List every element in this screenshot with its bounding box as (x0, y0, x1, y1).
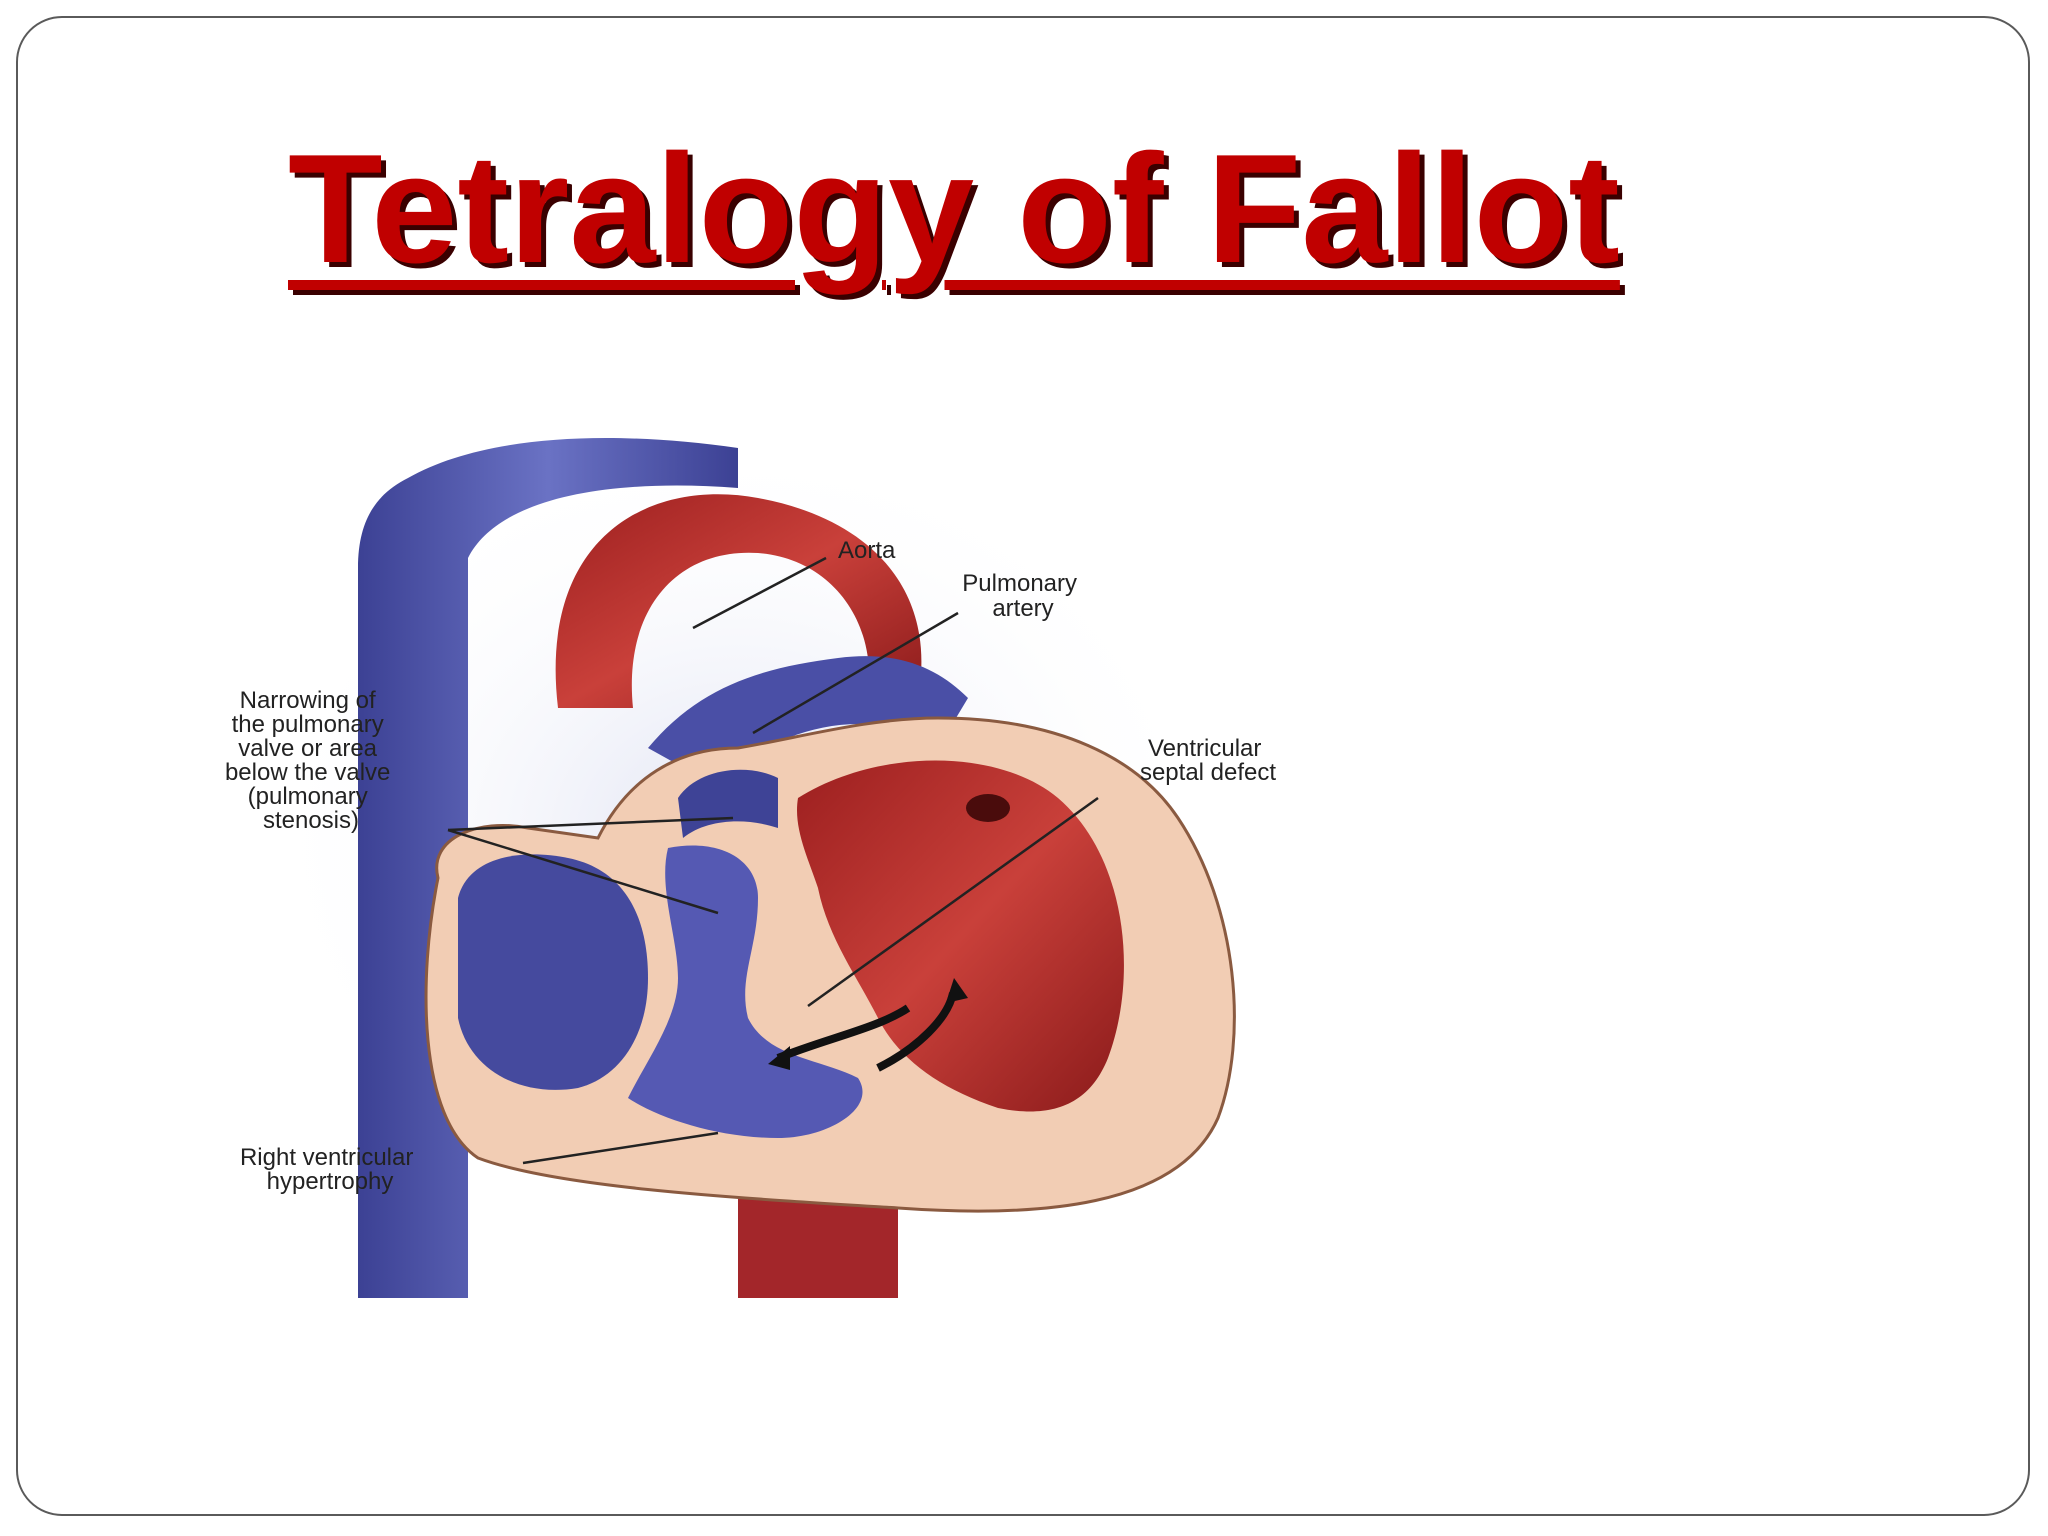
pulmonary-valve-shape (678, 769, 778, 838)
vsd-arrow-left (776, 1004, 911, 1062)
aorta-shape (555, 494, 922, 708)
aorta-leader-line (692, 556, 827, 630)
label-pulmonary-artery: Pulmonary artery (962, 570, 1083, 622)
right-ventricle-shape (628, 845, 863, 1138)
pulmonary-artery-leader-line (752, 611, 959, 735)
slide-frame: Tetralogy of Fallot (16, 16, 2030, 1516)
vsd-arrowhead-left (768, 1046, 790, 1070)
vsd-arrowhead-right (946, 978, 968, 1003)
vsd-leader-line (807, 796, 1099, 1008)
label-right-ventricular-hypertrophy: Right ventricular hypertrophy (240, 1144, 420, 1195)
label-pulmonary-stenosis: Narrowing of the pulmonary valve or area… (225, 687, 397, 834)
right-atrium-shape (458, 854, 648, 1090)
rvh-leader-line (522, 1131, 719, 1165)
slide-title: Tetralogy of Fallot (288, 122, 1620, 295)
heart-diagram-svg: Aorta Pulmonary artery Narrowing of the … (225, 438, 1276, 1298)
stenosis-leader-line-1 (447, 816, 734, 832)
left-ventricle-shape (797, 760, 1124, 1112)
stenosis-leader-line-2 (447, 828, 719, 915)
heart-diagram: Aorta Pulmonary artery Narrowing of the … (178, 418, 1358, 1298)
label-ventricular-septal-defect: Ventricular septal defect (1140, 735, 1276, 786)
left-atrium-opening (966, 794, 1010, 822)
label-aorta: Aorta (838, 537, 896, 564)
